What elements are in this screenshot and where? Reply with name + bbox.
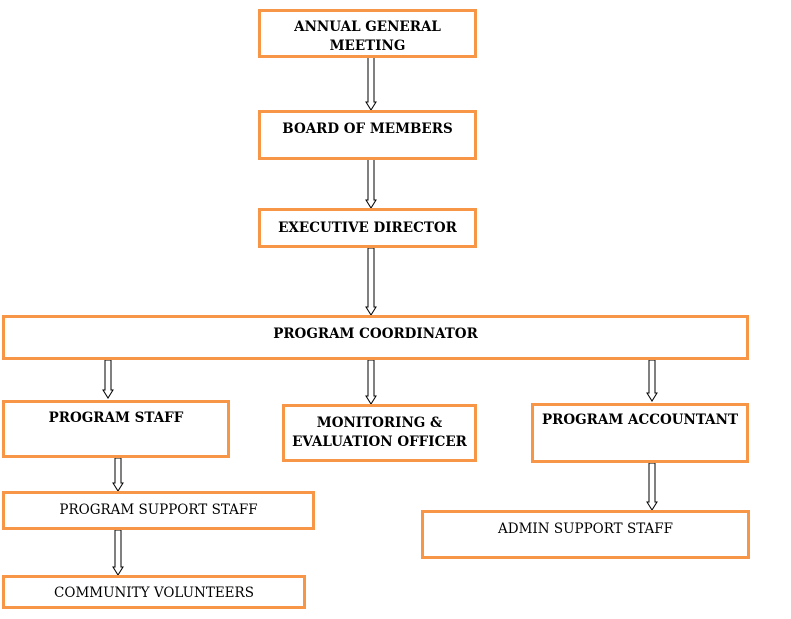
arrow-pss-to-cv xyxy=(112,529,124,576)
node-monitoring-evaluation-officer: MONITORING & EVALUATION OFFICER xyxy=(282,404,477,462)
arrow-pa-to-ass xyxy=(646,462,658,511)
node-program-coordinator: PROGRAM COORDINATOR xyxy=(2,315,749,360)
node-label-line1: MONITORING & xyxy=(316,415,443,431)
node-label: BOARD OF MEMBERS xyxy=(282,121,453,137)
arrow-agm-to-board xyxy=(365,56,377,111)
node-label: PROGRAM STAFF xyxy=(48,410,184,426)
node-program-accountant: PROGRAM ACCOUNTANT xyxy=(531,403,749,463)
node-label: COMMUNITY VOLUNTEERS xyxy=(54,585,254,601)
arrow-pc-to-me-officer xyxy=(365,359,377,405)
node-community-volunteers: COMMUNITY VOLUNTEERS xyxy=(2,575,306,609)
arrow-ps-to-pss xyxy=(112,457,124,492)
node-label-line2: EVALUATION OFFICER xyxy=(292,434,467,450)
arrow-pc-to-accountant xyxy=(646,359,658,402)
arrow-ed-to-pc xyxy=(365,247,377,316)
node-label: PROGRAM SUPPORT STAFF xyxy=(59,502,258,518)
node-label: EXECUTIVE DIRECTOR xyxy=(278,220,457,236)
node-executive-director: EXECUTIVE DIRECTOR xyxy=(258,208,477,248)
node-board-of-members: BOARD OF MEMBERS xyxy=(258,110,477,160)
arrow-pc-to-program-staff xyxy=(102,359,114,399)
node-label: ADMIN SUPPORT STAFF xyxy=(498,521,673,537)
node-label: PROGRAM ACCOUNTANT xyxy=(541,412,738,428)
node-admin-support-staff: ADMIN SUPPORT STAFF xyxy=(421,510,750,559)
node-label: PROGRAM COORDINATOR xyxy=(273,326,478,342)
arrow-board-to-ed xyxy=(365,152,377,209)
node-program-support-staff: PROGRAM SUPPORT STAFF xyxy=(2,491,315,530)
node-annual-general-meeting: ANNUAL GENERAL MEETING xyxy=(258,9,477,58)
node-program-staff: PROGRAM STAFF xyxy=(2,400,230,458)
node-label: ANNUAL GENERAL MEETING xyxy=(294,19,441,54)
